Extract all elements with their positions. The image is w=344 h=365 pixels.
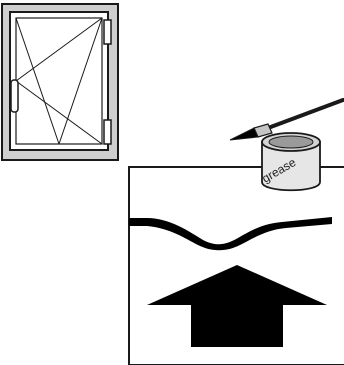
- tilt-line-2: [58, 17, 103, 145]
- arrow-up-icon: [147, 265, 327, 347]
- bottom-hinge: [103, 119, 112, 145]
- window-glass: [15, 17, 103, 145]
- can-body: [261, 141, 321, 192]
- window-tilt-turn-icon: [1, 3, 119, 161]
- can-opening: [268, 135, 314, 149]
- grease-can-icon: grease: [260, 132, 321, 192]
- window-handle: [10, 79, 19, 113]
- brush-bristles: [229, 127, 259, 141]
- seal-profile: [129, 217, 332, 251]
- turn-line-2: [15, 80, 103, 145]
- tilt-line-1: [15, 17, 60, 145]
- turn-line-1: [15, 17, 103, 82]
- brush-handle: [266, 98, 344, 130]
- paint-brush-icon: [229, 98, 344, 141]
- top-hinge: [103, 19, 112, 45]
